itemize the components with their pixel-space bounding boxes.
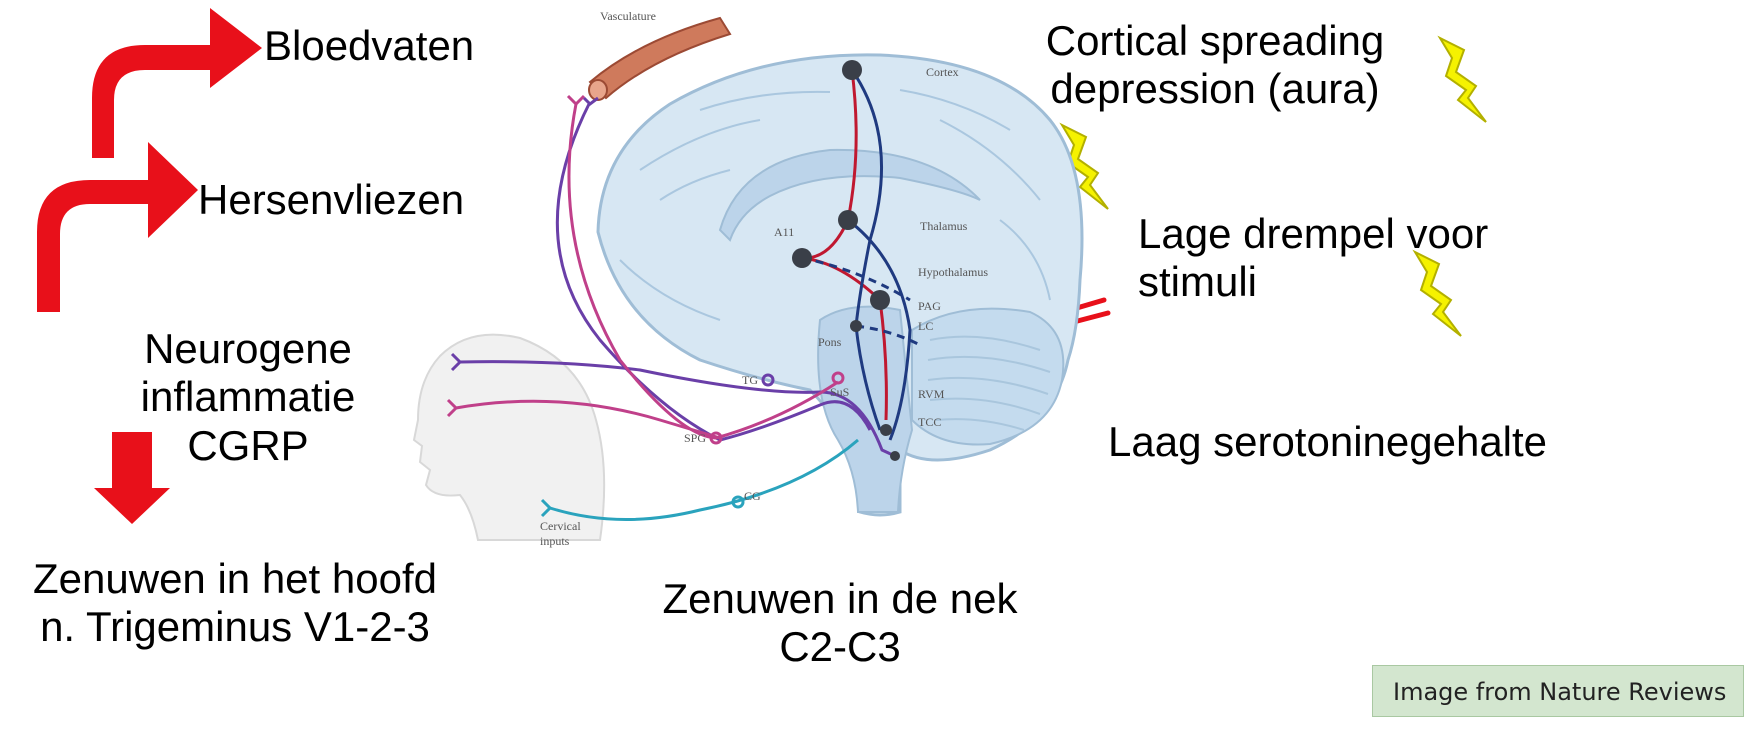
- cg-label: CG: [744, 489, 761, 503]
- pons-label: Pons: [818, 335, 842, 349]
- thalamus-node: [838, 210, 858, 230]
- sus-label: SuS: [830, 385, 849, 399]
- a11-node: [792, 248, 812, 268]
- cervical-label: Cervical: [540, 519, 581, 533]
- rvm-label: RVM: [918, 387, 945, 401]
- image-credit: Image from Nature Reviews: [1372, 665, 1744, 717]
- vessel-end: [589, 80, 607, 100]
- inputs-label: inputs: [540, 534, 570, 548]
- hypothalamus-label: Hypothalamus: [918, 265, 988, 279]
- lc-node: [850, 320, 862, 332]
- brain-outline: [598, 55, 1082, 515]
- pag-node: [870, 290, 890, 310]
- lc-label: LC: [918, 319, 933, 333]
- tcc-label: TCC: [918, 415, 941, 429]
- tcc-node: [880, 424, 892, 436]
- a11-label: A11: [774, 225, 794, 239]
- cortex-node: [842, 60, 862, 80]
- spg-label: SPG: [684, 431, 706, 445]
- rvm-node: [890, 451, 900, 461]
- vasculature-label: Vasculature: [600, 9, 656, 23]
- tg-label: TG: [742, 373, 758, 387]
- thalamus-label: Thalamus: [920, 219, 968, 233]
- pag-label: PAG: [918, 299, 941, 313]
- cortex-label: Cortex: [926, 65, 959, 79]
